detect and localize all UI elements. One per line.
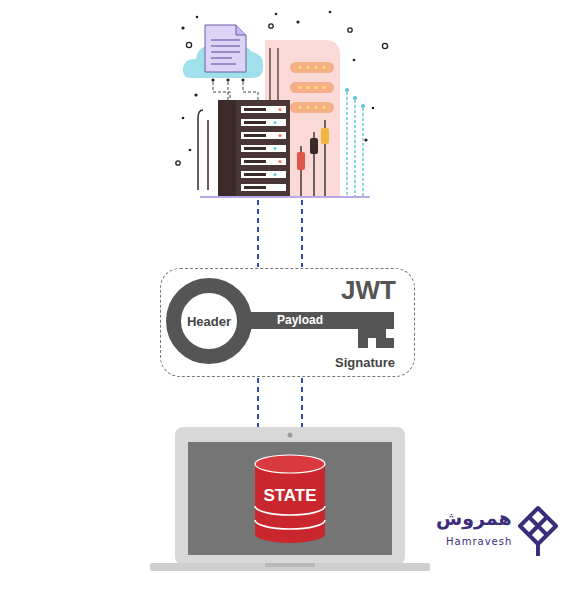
part-name: Signature: [335, 355, 395, 370]
diagram-heading: JWT: [341, 275, 396, 306]
cloud-document: [183, 25, 263, 100]
laptop: [150, 427, 430, 571]
signal-lines: [347, 92, 363, 196]
key-bit: [350, 312, 394, 348]
logo-text: همروش: [436, 507, 512, 529]
logo-text: Hamravesh: [446, 536, 512, 547]
logo-icon: [520, 508, 556, 556]
database-cylinder: STATE: [254, 454, 326, 544]
part-name: Header: [187, 314, 231, 329]
database-label: STATE: [263, 486, 316, 506]
server-rack: [198, 100, 290, 196]
part-name: Payload: [277, 313, 323, 328]
key-ring-circle: Header: [166, 278, 252, 364]
base-line: [200, 196, 370, 198]
cables: [297, 120, 329, 196]
